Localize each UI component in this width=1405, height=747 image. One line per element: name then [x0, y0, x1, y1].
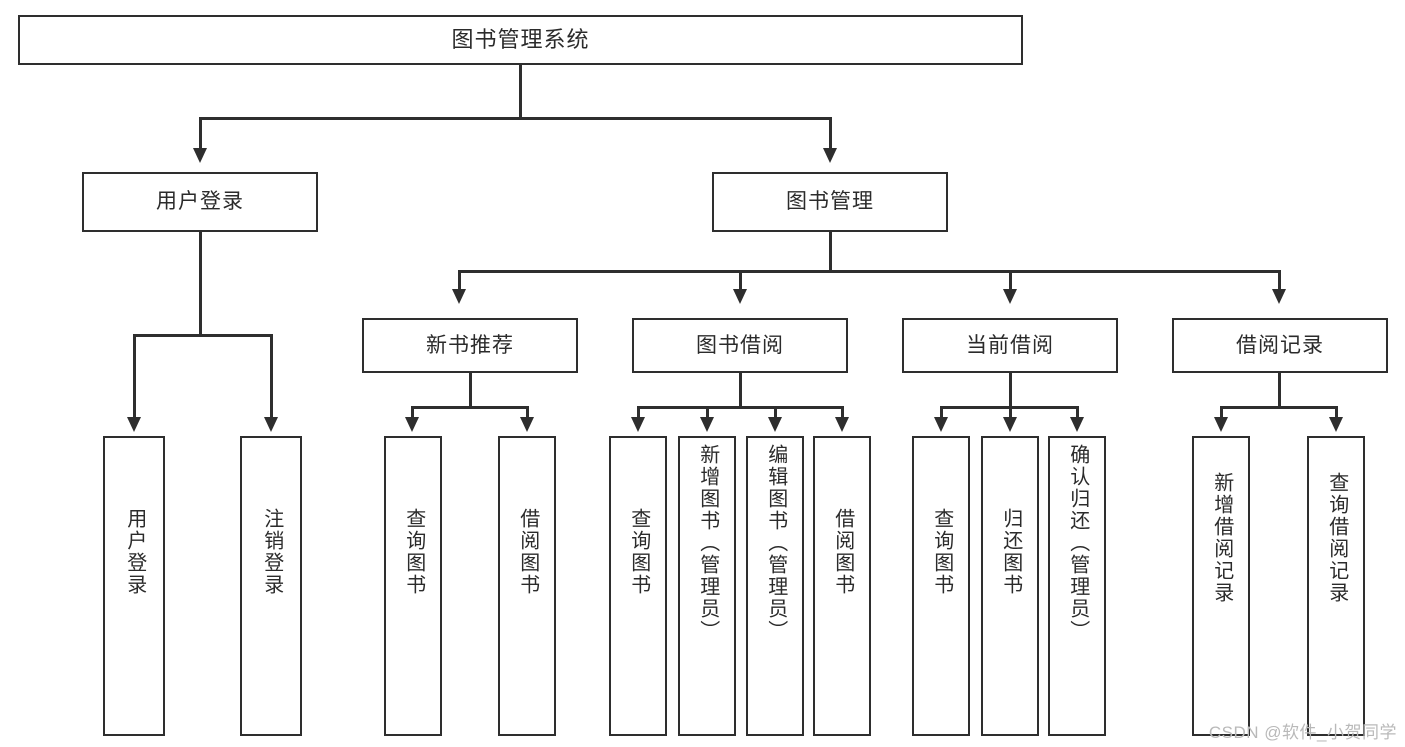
connector-root-bus [199, 117, 831, 120]
leaf-borrow-records-add-record[interactable]: 新增借阅记录 [1192, 436, 1250, 736]
arrowhead-bb-to-leaf-1 [631, 417, 645, 432]
node-label: 新书推荐 [426, 333, 514, 357]
connector-book-management-bus [458, 270, 1280, 273]
connector-book-borrow-stem [739, 373, 742, 408]
connector-cb-to-leaf-2 [1009, 406, 1012, 418]
leaf-label: 用户登录 [123, 508, 146, 596]
leaf-label: 确认归还（管理员） [1066, 444, 1089, 642]
connector-current-borrow-stem [1009, 373, 1012, 408]
leaf-current-borrow-query-book[interactable]: 查询图书 [912, 436, 970, 736]
arrowhead-cb-to-leaf-2 [1003, 417, 1017, 432]
leaf-current-borrow-confirm-return-admin[interactable]: 确认归还（管理员） [1048, 436, 1106, 736]
connector-bb-to-leaf-3 [774, 406, 777, 418]
connector-bm-to-borrow-records [1278, 270, 1281, 290]
arrowhead-bm-to-new-book [452, 289, 466, 304]
connector-br-to-leaf-2 [1335, 406, 1338, 418]
leaf-book-borrow-edit-book-admin[interactable]: 编辑图书（管理员） [746, 436, 804, 736]
connector-book-borrow-bus [637, 406, 843, 409]
connector-cb-to-leaf-1 [940, 406, 943, 418]
leaf-book-borrow-borrow-book[interactable]: 借阅图书 [813, 436, 871, 736]
arrowhead-bm-to-current-borrow [1003, 289, 1017, 304]
connector-user-login-stem [199, 232, 202, 336]
node-book-borrow[interactable]: 图书借阅 [632, 318, 848, 373]
leaf-user-login-login[interactable]: 用户登录 [103, 436, 165, 736]
connector-root-to-user-login [199, 117, 202, 149]
leaf-label: 借阅图书 [831, 508, 854, 596]
connector-bb-to-leaf-2 [706, 406, 709, 418]
watermark-text: CSDN @软件_小贺同学 [1208, 723, 1397, 742]
connector-bm-to-current-borrow [1009, 270, 1012, 290]
leaf-label: 归还图书 [999, 508, 1022, 596]
leaf-borrow-records-query-record[interactable]: 查询借阅记录 [1307, 436, 1365, 736]
leaf-label: 编辑图书（管理员） [764, 444, 787, 642]
connector-user-login-to-leaf-1 [133, 334, 136, 418]
connector-root-stem [519, 65, 522, 118]
node-label: 图书借阅 [696, 333, 784, 357]
arrowhead-cb-to-leaf-1 [934, 417, 948, 432]
node-current-borrow[interactable]: 当前借阅 [902, 318, 1118, 373]
connector-bb-to-leaf-4 [841, 406, 844, 418]
node-root-book-management-system[interactable]: 图书管理系统 [18, 15, 1023, 65]
connector-nb-to-leaf-1 [411, 406, 414, 418]
leaf-label: 查询图书 [627, 508, 650, 596]
leaf-new-book-borrow-book[interactable]: 借阅图书 [498, 436, 556, 736]
leaf-book-borrow-query-book[interactable]: 查询图书 [609, 436, 667, 736]
leaf-label: 查询图书 [930, 508, 953, 596]
node-label: 图书管理 [786, 190, 874, 214]
arrowhead-cb-to-leaf-3 [1070, 417, 1084, 432]
node-label: 图书管理系统 [451, 26, 590, 52]
leaf-user-login-logout[interactable]: 注销登录 [240, 436, 302, 736]
leaf-label: 借阅图书 [516, 508, 539, 596]
connector-nb-to-leaf-2 [526, 406, 529, 418]
leaf-label: 查询借阅记录 [1325, 472, 1348, 604]
connector-new-book-bus [411, 406, 528, 409]
node-label: 借阅记录 [1236, 333, 1324, 357]
connector-new-book-stem [469, 373, 472, 408]
arrowhead-bm-to-borrow-records [1272, 289, 1286, 304]
node-borrow-records[interactable]: 借阅记录 [1172, 318, 1388, 373]
arrowhead-user-login-to-leaf-1 [127, 417, 141, 432]
leaf-book-borrow-add-book-admin[interactable]: 新增图书（管理员） [678, 436, 736, 736]
connector-cb-to-leaf-3 [1076, 406, 1079, 418]
leaf-new-book-query-book[interactable]: 查询图书 [384, 436, 442, 736]
connector-bm-to-new-book [458, 270, 461, 290]
connector-user-login-to-leaf-2 [270, 334, 273, 418]
arrowhead-nb-to-leaf-2 [520, 417, 534, 432]
arrowhead-br-to-leaf-1 [1214, 417, 1228, 432]
connector-root-to-book-management [829, 117, 832, 149]
arrowhead-br-to-leaf-2 [1329, 417, 1343, 432]
connector-borrow-records-bus [1220, 406, 1337, 409]
leaf-current-borrow-return-book[interactable]: 归还图书 [981, 436, 1039, 736]
arrowhead-root-to-book-management [823, 148, 837, 163]
connector-bb-to-leaf-1 [637, 406, 640, 418]
connector-borrow-records-stem [1278, 373, 1281, 408]
connector-br-to-leaf-1 [1220, 406, 1223, 418]
node-label: 用户登录 [156, 190, 244, 214]
arrowhead-bb-to-leaf-3 [768, 417, 782, 432]
connector-user-login-bus [133, 334, 272, 337]
arrowhead-bb-to-leaf-4 [835, 417, 849, 432]
arrowhead-root-to-user-login [193, 148, 207, 163]
arrowhead-nb-to-leaf-1 [405, 417, 419, 432]
arrowhead-bm-to-book-borrow [733, 289, 747, 304]
node-new-book-recommend[interactable]: 新书推荐 [362, 318, 578, 373]
arrowhead-bb-to-leaf-2 [700, 417, 714, 432]
node-user-login[interactable]: 用户登录 [82, 172, 318, 232]
connector-bm-to-book-borrow [739, 270, 742, 290]
node-book-management[interactable]: 图书管理 [712, 172, 948, 232]
node-label: 当前借阅 [966, 333, 1054, 357]
arrowhead-user-login-to-leaf-2 [264, 417, 278, 432]
leaf-label: 查询图书 [402, 508, 425, 596]
connector-book-management-stem [829, 232, 832, 272]
leaf-label: 注销登录 [260, 508, 283, 596]
leaf-label: 新增借阅记录 [1210, 472, 1233, 604]
leaf-label: 新增图书（管理员） [696, 444, 719, 642]
